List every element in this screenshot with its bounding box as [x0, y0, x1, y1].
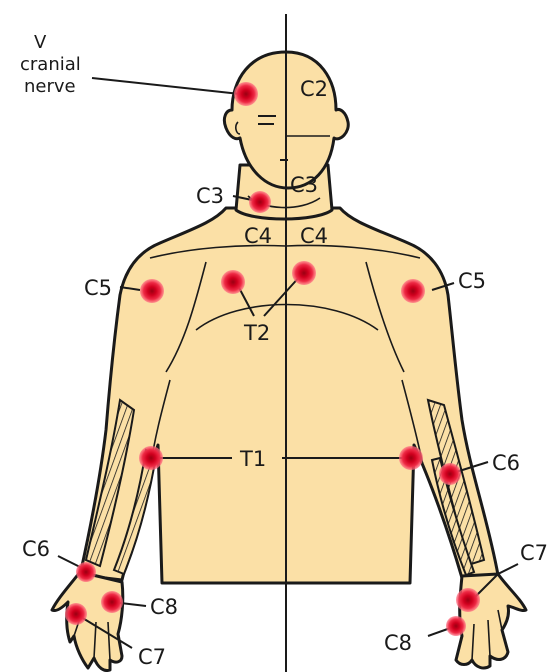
label-c8-right: C8: [384, 631, 412, 655]
torso-outline: [80, 208, 498, 583]
label-c4-left: C4: [244, 224, 272, 248]
label-c6-left: C6: [22, 537, 50, 561]
label-t1: T1: [239, 447, 266, 471]
point-c6-left: [76, 562, 96, 582]
point-c8-right: [446, 616, 466, 636]
label-c5-left: C5: [84, 276, 112, 300]
point-t1-right: [399, 446, 423, 470]
label-c7-right: C7: [520, 541, 548, 565]
label-cranial-word: cranial: [20, 54, 81, 75]
label-c3-left: C3: [196, 184, 224, 208]
point-t2-right: [292, 261, 316, 285]
label-c4-right: C4: [300, 224, 328, 248]
point-cranial-nerve: [234, 82, 258, 106]
point-c5-left: [140, 279, 164, 303]
label-c6-right: C6: [492, 451, 520, 475]
point-c8-left: [101, 591, 123, 613]
point-c5-right: [401, 279, 425, 303]
label-c3-right: C3: [290, 173, 318, 197]
point-c7-right: [456, 588, 480, 612]
label-cranial-v: V: [34, 32, 47, 53]
label-c2: C2: [300, 77, 328, 101]
label-c7-left: C7: [138, 645, 166, 669]
label-t2: T2: [243, 321, 270, 345]
label-nerve-word: nerve: [24, 76, 76, 97]
point-c7-left: [65, 603, 87, 625]
label-c5-right: C5: [458, 269, 486, 293]
point-c3: [249, 191, 271, 213]
point-c6-right: [439, 463, 461, 485]
leader-cranial: [92, 78, 240, 94]
point-t2-left: [221, 270, 245, 294]
point-t1-left: [139, 446, 163, 470]
label-c8-left: C8: [150, 595, 178, 619]
